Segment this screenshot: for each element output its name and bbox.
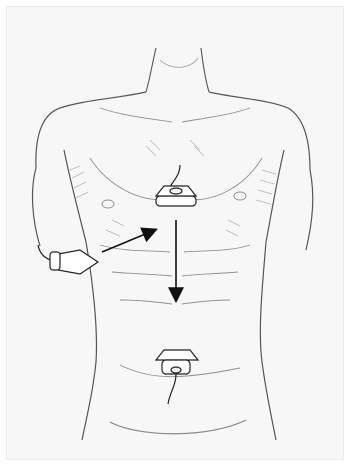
neck xyxy=(146,48,209,92)
side-probe-icon xyxy=(38,245,98,274)
side-to-chest-arrow-icon xyxy=(102,230,155,252)
arrows xyxy=(102,220,176,300)
ultrasound-probe-icon xyxy=(156,165,196,206)
